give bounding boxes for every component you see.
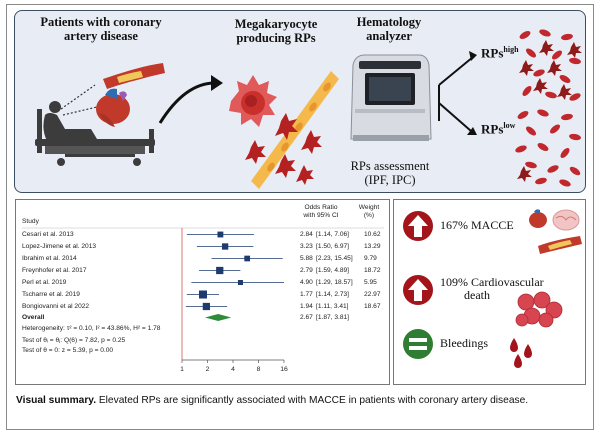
rps-low-label: RPslow (481, 121, 516, 137)
study-odds-ratio: 5.88 (300, 255, 313, 262)
x-axis-tick-label: 4 (231, 366, 235, 373)
forest-plot-chart: 1 2 4 8 16 (22, 227, 384, 373)
study-name: Freynhofer et al. 2017 (22, 267, 87, 274)
study-ci: [1.59, 4.89] (316, 267, 349, 274)
megakaryocyte-cell-icon (229, 75, 277, 127)
study-odds-ratio: 2.84 (300, 231, 313, 238)
study-weight: 18.67 (364, 303, 381, 310)
heart-brain-artery-icon (529, 209, 582, 254)
increase-arrow-icon (403, 211, 433, 241)
rps-high-cells-icon (519, 29, 582, 101)
study-weight: 10.62 (364, 231, 381, 238)
blood-drops-icon (510, 338, 532, 368)
forest-plot-panel: Study Odds Ratio with 95% CI Weight (%) … (15, 199, 390, 385)
overall-or: 2.67 (300, 314, 313, 321)
study-odds-ratio: 1.77 (300, 291, 313, 298)
study-effect-square (199, 290, 208, 299)
study-effect-square (244, 255, 251, 262)
x-axis-tick-label: 2 (206, 366, 210, 373)
x-axis-tick-label: 8 (257, 366, 261, 373)
study-effect-square (202, 302, 211, 311)
graphical-abstract-top-panel: Patients with coronary artery disease Me… (14, 10, 586, 193)
header-weight: Weight (%) (358, 204, 380, 219)
hematology-analyzer-title: Hematology analyzer (356, 15, 422, 43)
test-theta-text: Test of θᵢ = θⱼ: Q(6) = 7.82, p = 0.25 (22, 337, 126, 344)
megakaryocyte-title: Megakaryocyte producing RPs (234, 17, 318, 45)
study-ci: [2.23, 15.45] (316, 255, 353, 262)
study-ci: [1.11, 3.41] (316, 303, 349, 310)
study-effect-square (221, 243, 229, 250)
study-weight: 9.79 (364, 255, 377, 262)
header-study: Study (22, 218, 39, 225)
study-weight: 13.29 (364, 243, 381, 250)
curved-arrow-icon (158, 75, 223, 124)
study-name: Tscharre et al. 2019 (22, 291, 80, 298)
study-ci: [1.14, 7.06] (316, 231, 349, 238)
blood-cells-icon (515, 291, 563, 328)
overall-effect-diamond (205, 314, 232, 321)
rps-low-cells-icon (515, 109, 581, 187)
study-weight: 5.95 (364, 279, 377, 286)
study-name: Cesari et al. 2013 (22, 231, 74, 238)
study-odds-ratio: 3.23 (300, 243, 313, 250)
study-odds-ratio: 1.94 (300, 303, 313, 310)
bleedings-label: Bleedings (440, 336, 488, 350)
study-odds-ratio: 2.79 (300, 267, 313, 274)
figure-caption: Visual summary. Elevated RPs are signifi… (16, 395, 529, 406)
study-ci: [1.14, 2.73] (316, 291, 349, 298)
rps-assessment-label: RPs assessment (IPF, IPC) (350, 159, 430, 187)
x-axis-tick-label: 16 (280, 366, 288, 373)
equal-icon (403, 329, 433, 359)
study-effect-square (217, 231, 224, 238)
patient-bed-illustration (35, 63, 165, 166)
study-effect-square (216, 266, 224, 275)
test-zero-text: Test of θ = 0: z = 5.39, p = 0.00 (22, 347, 114, 354)
increase-arrow-icon-2 (403, 275, 433, 305)
reticulated-platelet-icons (245, 113, 322, 185)
study-weight: 18.72 (364, 267, 381, 274)
study-name: Perl et al. 2019 (22, 279, 67, 286)
study-weight: 22.97 (364, 291, 381, 298)
study-name: Lopez-Jimene et al. 2013 (22, 243, 97, 250)
study-ci: [1.50, 6.97] (316, 243, 349, 250)
hospital-bed-icon (35, 101, 155, 166)
study-name: Ibrahim et al. 2014 (22, 255, 77, 262)
artery-icon (103, 63, 165, 89)
study-ci: [1.29, 18.57] (316, 279, 353, 286)
patients-title: Patients with coronary artery disease (40, 15, 162, 43)
header-odds-ratio: Odds Ratio with 95% CI (303, 204, 339, 219)
branch-arrows (438, 51, 477, 135)
study-name: Bongiovanni et al 2022 (22, 303, 90, 310)
rps-high-label: RPshigh (481, 45, 519, 61)
x-axis-tick-label: 1 (180, 366, 184, 373)
macce-label: 167% MACCE (440, 218, 514, 232)
heterogeneity-text: Heterogeneity: τ² = 0.10, I² = 43.86%, H… (22, 325, 161, 332)
heart-icon (96, 88, 130, 127)
overall-ci: [1.87, 3.81] (316, 314, 349, 321)
overall-label: Overall (22, 314, 45, 321)
hematology-analyzer-icon (350, 54, 432, 141)
cardiovascular-death-label: 109% Cardiovascular death (440, 275, 544, 302)
megakaryocyte-illustration (229, 71, 339, 189)
outcomes-panel: 167% MACCE 109% Cardiovascular death Ble… (393, 199, 586, 385)
study-odds-ratio: 4.90 (300, 279, 313, 286)
study-effect-square (237, 279, 243, 286)
